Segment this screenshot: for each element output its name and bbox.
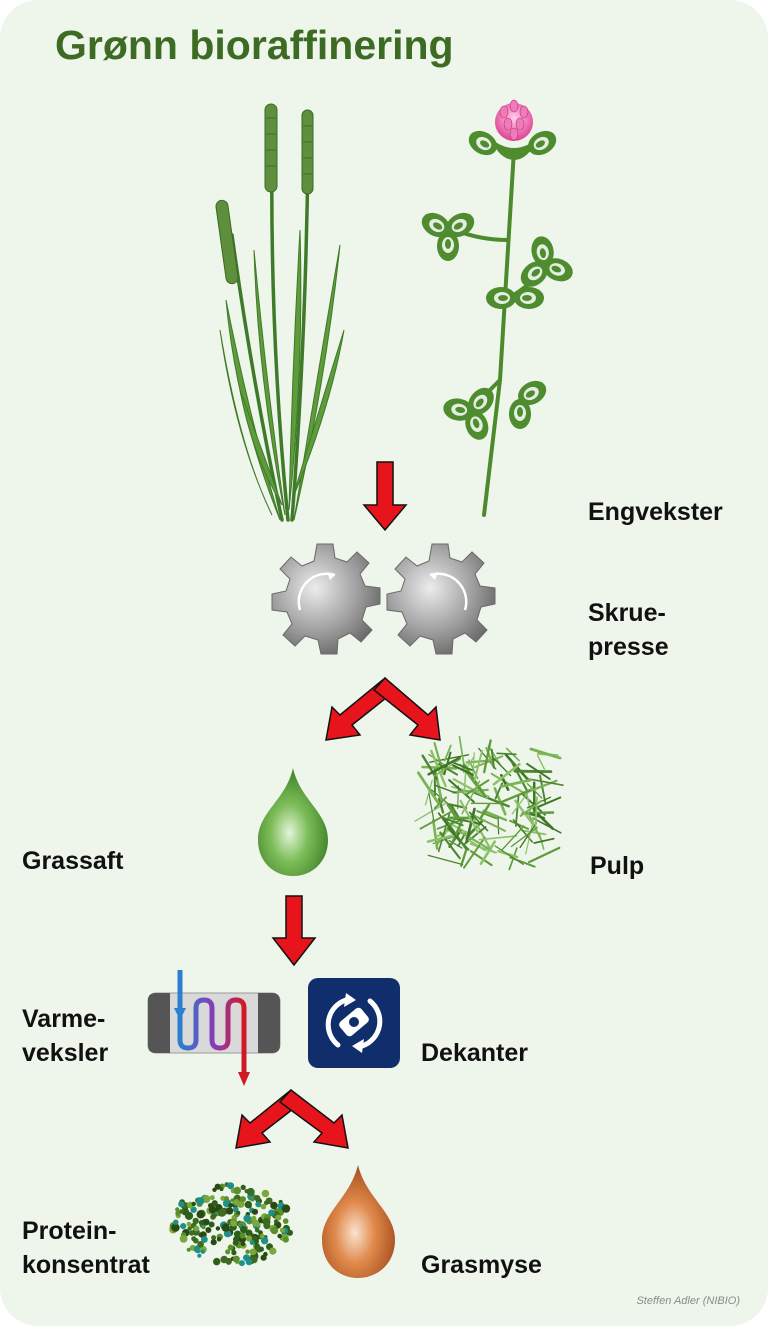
arrow-split-right-2 [278,1088,349,1149]
gear-icon [271,543,496,655]
decanter-icon [308,978,400,1068]
arrow-down-2 [271,895,317,967]
page-title: Grønn bioraffinering [55,22,454,68]
label-pulp: Pulp [590,852,645,880]
grasmyse-droplet-icon [322,1165,395,1278]
label-grassaft: Grassaft [22,847,124,875]
fiber-icon [414,735,564,871]
label-skruepresse-line2: presse [588,633,669,661]
protein-particles-icon [169,1182,293,1267]
arrow-split-right-1 [372,676,441,741]
label-varmeveksler-line2: veksler [22,1039,109,1067]
label-engvekster: Engvekster [588,498,723,526]
label-dekanter: Dekanter [421,1039,528,1067]
clover-flower [490,99,538,160]
label-skruepresse-line1: Skrue- [588,599,666,627]
clover-icon [417,99,577,517]
label-proteinkonsentrat-line1: Protein- [22,1217,117,1245]
label-proteinkonsentrat-line2: konsentrat [22,1251,150,1279]
droplet-icon [258,768,328,876]
grass-icon [215,103,345,522]
credit: Steffen Adler (NIBIO) [636,1295,740,1307]
heat-exchanger-icon [147,970,281,1086]
label-varmeveksler-line1: Varme- [22,1005,106,1033]
label-grasmyse: Grasmyse [421,1251,542,1279]
arrow-down-1 [362,461,408,532]
